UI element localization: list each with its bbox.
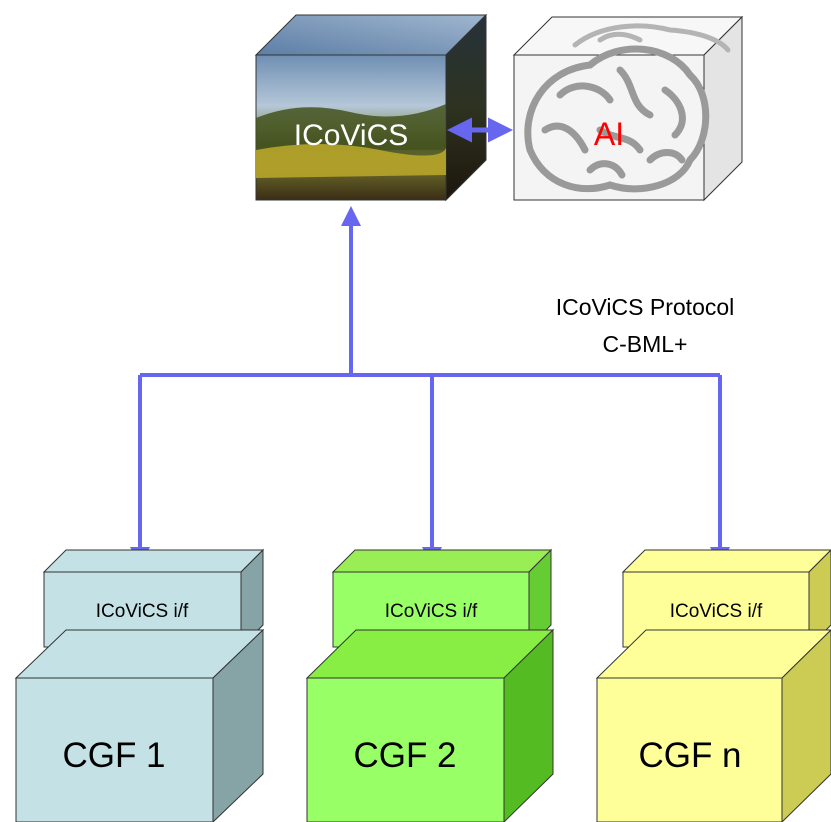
- icovics-node-label: ICoViCS: [294, 119, 409, 152]
- protocol-bus: [130, 206, 730, 567]
- cgf-node-1: ICoViCS i/f CGF 1: [14, 548, 265, 822]
- ai-node-label: AI: [594, 116, 624, 152]
- ai-cube: AI: [512, 15, 744, 202]
- brain-icon: [524, 45, 710, 193]
- cgfn-interface-top: [621, 549, 831, 573]
- cgf1-interface-label: ICoViCS i/f: [96, 601, 189, 622]
- cgf2-interface-label: ICoViCS i/f: [385, 601, 478, 622]
- cgf2-box-front: [306, 677, 505, 822]
- landscape-hills: [256, 104, 446, 150]
- cgf2-label: CGF 2: [353, 736, 456, 775]
- cgfn-label: CGF n: [638, 736, 741, 775]
- protocol-label-line2: C-BML+: [603, 331, 688, 357]
- cgf1-interface-top: [42, 549, 265, 573]
- brain-icon-top: [572, 23, 731, 53]
- cgf-node-2: ICoViCS i/f CGF 2: [305, 548, 555, 822]
- cgf1-label: CGF 1: [62, 736, 165, 775]
- cgf-node-n: ICoViCS i/f CGF n: [595, 549, 831, 822]
- cgf2-interface-top: [331, 549, 553, 573]
- icovics-cube: ICoViCS: [254, 13, 488, 202]
- cgfn-interface-label: ICoViCS i/f: [670, 601, 763, 622]
- cgfn-box-front: [596, 677, 783, 822]
- protocol-label-line1: ICoViCS Protocol: [556, 294, 735, 320]
- landscape-field: [256, 144, 446, 178]
- cgf1-box-front: [15, 677, 214, 822]
